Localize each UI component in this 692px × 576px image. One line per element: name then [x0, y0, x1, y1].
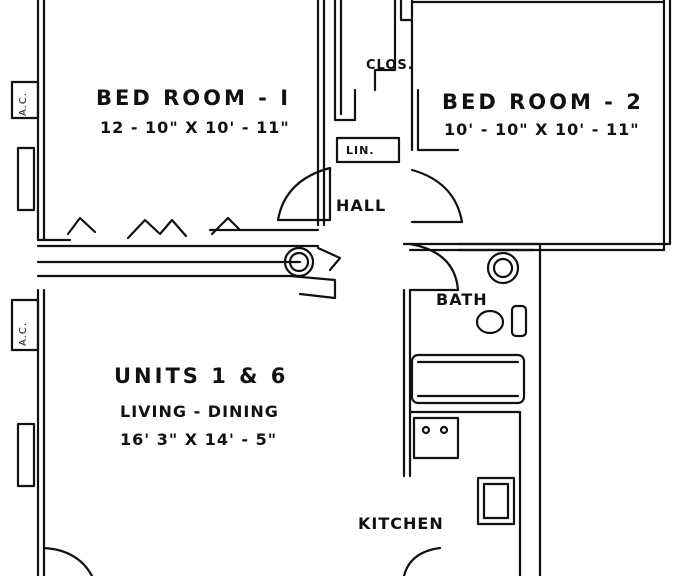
- hall-label: HALL: [336, 196, 387, 215]
- bedroom2-name: BED ROOM - 2: [442, 90, 644, 114]
- bath-left-wall: [402, 288, 412, 478]
- closet-label: CLOS.: [366, 58, 414, 73]
- hall-door-left: [276, 166, 332, 222]
- bed1-bottom-wall: [36, 228, 320, 248]
- kitchen-label: KITCHEN: [358, 514, 444, 533]
- bath-door: [408, 242, 460, 292]
- hall-door-right: [410, 168, 464, 224]
- units-label: UNITS 1 & 6: [114, 364, 289, 388]
- living-name: LIVING - DINING: [120, 402, 279, 421]
- ac-label-upper: A.C.: [18, 91, 29, 116]
- closet-walls: [333, 0, 414, 122]
- closet-divider: [410, 18, 460, 152]
- bifold-doors: [66, 216, 242, 240]
- linen-box: [335, 136, 401, 164]
- living-door-arc: [42, 546, 94, 576]
- bedroom1-size: 12 - 10" X 10' - 11": [100, 118, 290, 137]
- ac-label-lower: A.C.: [18, 321, 29, 346]
- window-upper: [16, 146, 36, 212]
- outer-wall-left: [36, 0, 46, 242]
- kitchen-wall-top: [408, 410, 522, 576]
- wall-bed2-top: [410, 0, 666, 20]
- window-lower: [16, 422, 36, 488]
- bathtub: [410, 353, 526, 405]
- wall-bed2-right: [662, 0, 672, 252]
- wall-bed1-right: [316, 0, 326, 227]
- bedroom1-name: BED ROOM - I: [96, 86, 292, 110]
- sink: [475, 309, 505, 335]
- kitchen-sink: [476, 476, 516, 526]
- toilet-tank: [486, 251, 520, 285]
- water-heater: [283, 246, 315, 278]
- kitchen-door-arc: [402, 546, 442, 576]
- bedroom2-size: 10' - 10" X 10' - 11": [444, 120, 640, 139]
- ac-box-lower: [10, 298, 40, 352]
- stove: [412, 416, 460, 460]
- bath-label: BATH: [436, 290, 488, 309]
- corridor-walls: [36, 260, 337, 300]
- linen-label: LIN.: [346, 144, 375, 157]
- living-size: 16' 3" X 14' - 5": [120, 430, 278, 449]
- ac-box-upper: [10, 80, 40, 120]
